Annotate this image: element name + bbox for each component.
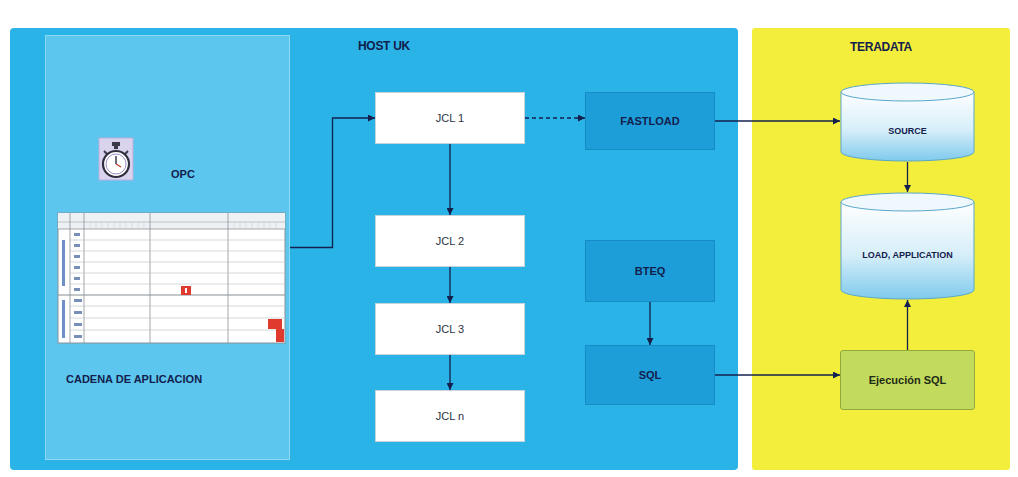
job-box: JCL 3	[375, 303, 525, 355]
text-holder: TERADATA	[752, 37, 1010, 55]
database-cylinder: LOAD, APPLICATION	[840, 192, 975, 300]
flow-arrow	[907, 162, 908, 192]
node-text: HOST UK	[358, 39, 410, 53]
cylinder-top	[841, 83, 974, 101]
flow-arrow	[907, 300, 908, 350]
process-box: Ejecución SQL	[840, 350, 975, 410]
flow-arrow	[715, 120, 840, 121]
stopwatch-icon	[99, 138, 133, 180]
text-holder: HOST UK	[358, 36, 410, 54]
scheduler-panel: OPC CADENA DE APLICACION	[45, 35, 290, 460]
flow-arrow	[525, 117, 585, 118]
tool-box: FASTLOAD	[585, 92, 715, 150]
node-text: JCL 3	[436, 323, 464, 335]
node-text: TERADATA	[850, 40, 912, 54]
node-text: BTEQ	[635, 265, 666, 277]
tool-box: BTEQ	[585, 240, 715, 302]
flow-arrow	[715, 374, 840, 375]
node-text: SOURCE	[888, 126, 927, 136]
gantt-chart	[58, 213, 285, 343]
cylinder-shape	[840, 192, 975, 300]
tool-box: SQL	[585, 345, 715, 405]
teradata-panel: TERADATA SOURCE LOAD, APPLICATION Ejecución…	[752, 28, 1010, 470]
node-text: JCL 2	[436, 235, 464, 247]
flow-arrow	[449, 267, 450, 303]
flow-arrow	[449, 355, 450, 390]
flow-arrow	[449, 144, 450, 215]
flow-arrow	[290, 118, 375, 248]
cylinder-shape	[840, 82, 975, 162]
node-text: CADENA DE APLICACION	[66, 373, 202, 385]
node-text: FASTLOAD	[620, 115, 679, 127]
node-text: Ejecución SQL	[869, 374, 947, 386]
flow-arrow	[649, 302, 650, 345]
job-box: JCL 2	[375, 215, 525, 267]
text-holder: OPC	[171, 164, 195, 182]
node-text: SQL	[639, 369, 662, 381]
cylinder-body	[841, 202, 974, 299]
cylinder-body	[841, 92, 974, 161]
database-cylinder: SOURCE	[840, 82, 975, 162]
node-text: JCL n	[436, 410, 464, 422]
cylinder-top	[841, 193, 974, 211]
host-panel: HOST UK OPC CADENA DE APLICACION JCL 1 JCL 2…	[10, 28, 738, 470]
node-text: LOAD, APPLICATION	[862, 250, 953, 260]
job-box: JCL n	[375, 390, 525, 442]
job-box: JCL 1	[375, 92, 525, 144]
text-holder: CADENA DE APLICACION	[66, 369, 202, 387]
node-text: OPC	[171, 168, 195, 180]
node-text: JCL 1	[436, 112, 464, 124]
